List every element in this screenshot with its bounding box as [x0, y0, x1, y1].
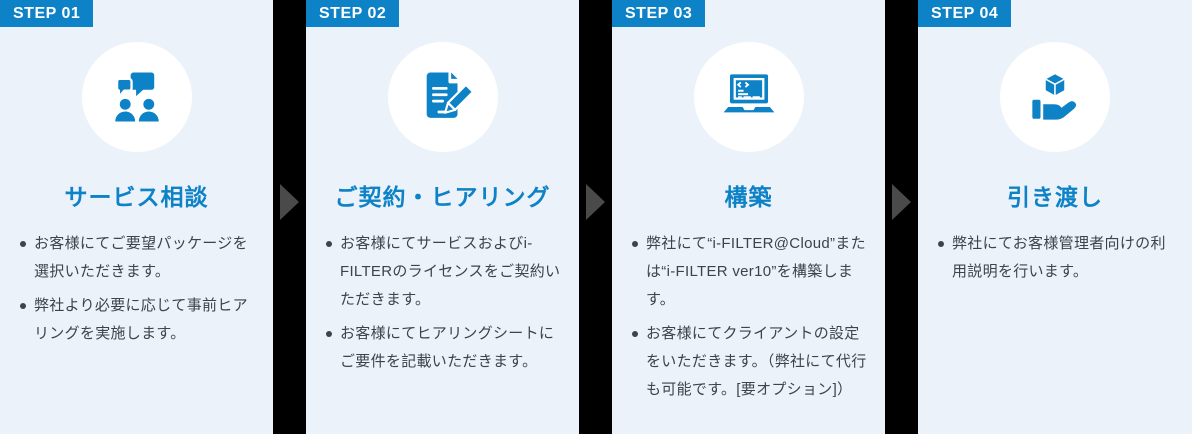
- step-title: 引き渡し: [1007, 184, 1103, 210]
- bullet-item: 弊社にてお客様管理者向けの利用説明を行います。: [938, 230, 1177, 286]
- icon-circle: [387, 42, 498, 152]
- flow-gap: [579, 0, 612, 434]
- handover-box-icon: [1032, 72, 1077, 120]
- step-card-1: STEP 01 サービス相談 お客様にてご要望パッケージを選択いただきます。 弊…: [0, 0, 273, 434]
- step-title: 構築: [724, 184, 773, 210]
- laptop-build-icon: [723, 74, 774, 113]
- bullet-item: お客様にてクライアントの設定をいただきます。（弊社にて代行も可能です。[要オプシ…: [632, 320, 870, 404]
- consultation-people-icon: [114, 72, 159, 122]
- step-card-3: STEP 03 構築: [612, 0, 885, 434]
- step-badge: STEP 02: [306, 0, 400, 27]
- step-title: ご契約・ヒアリング: [334, 184, 551, 210]
- bullet-item: 弊社より必要に応じて事前ヒアリングを実施します。: [20, 292, 258, 348]
- step-badge: STEP 03: [612, 0, 706, 27]
- step-bullet-list: 弊社にてお客様管理者向けの利用説明を行います。: [918, 230, 1192, 286]
- step-bullet-list: お客様にてサービスおよびi-FILTERのライセンスをご契約いただきます。 お客…: [306, 230, 579, 376]
- step-bullet-list: お客様にてご要望パッケージを選択いただきます。 弊社より必要に応じて事前ヒアリン…: [0, 230, 273, 348]
- step-badge: STEP 04: [918, 0, 1012, 27]
- right-arrow-icon: [280, 184, 299, 220]
- step-title: サービス相談: [64, 184, 209, 210]
- flow-gap: [885, 0, 918, 434]
- flow-gap: [273, 0, 306, 434]
- bullet-item: 弊社にて“i-FILTER@Cloud”または“i-FILTER ver10”を…: [632, 230, 870, 314]
- step-bullet-list: 弊社にて“i-FILTER@Cloud”または“i-FILTER ver10”を…: [612, 230, 885, 404]
- icon-circle: [81, 42, 192, 152]
- right-arrow-icon: [586, 184, 605, 220]
- step-card-4: STEP 04 引き渡し 弊社にてお客様管理者向けの利用説明を行います。: [918, 0, 1192, 434]
- right-arrow-icon: [892, 184, 911, 220]
- step-badge: STEP 01: [0, 0, 94, 27]
- icon-circle: [693, 42, 804, 152]
- contract-signing-icon: [426, 72, 472, 118]
- step-card-2: STEP 02 ご契約・ヒアリング お: [306, 0, 579, 434]
- icon-circle: [1000, 42, 1110, 152]
- bullet-item: お客様にてサービスおよびi-FILTERのライセンスをご契約いただきます。: [326, 230, 564, 314]
- bullet-item: お客様にてご要望パッケージを選択いただきます。: [20, 230, 258, 286]
- bullet-item: お客様にてヒアリングシートにご要件を記載いただきます。: [326, 320, 564, 376]
